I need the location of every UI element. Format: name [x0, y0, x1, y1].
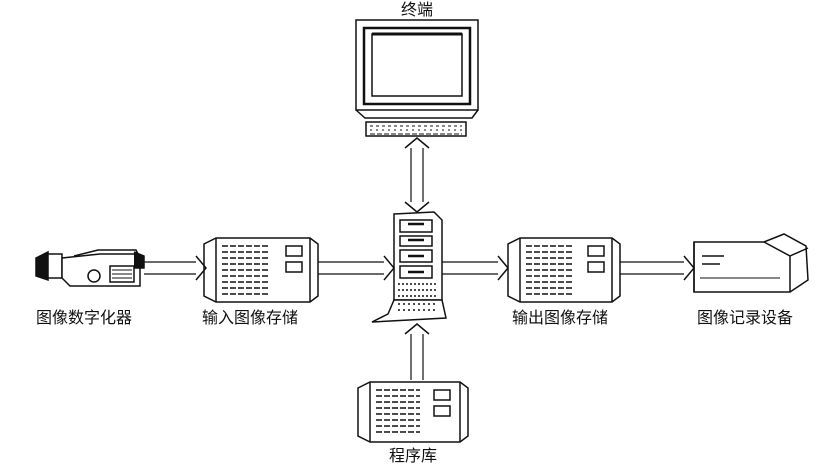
recorder-node: 图像记录设备 [693, 233, 809, 327]
output-storage-label: 输出图像存储 [512, 308, 608, 327]
server-tower-icon [371, 211, 447, 323]
terminal-node: 终端 [355, 0, 479, 137]
input-storage-label: 输入图像存储 [202, 308, 298, 327]
recording-device-icon [693, 233, 809, 293]
arrow-input-to-computer [318, 255, 395, 281]
video-camera-icon [35, 249, 145, 287]
digitizer-label: 图像数字化器 [36, 308, 132, 327]
library-node: 程序库 [357, 381, 469, 465]
storage-unit-icon [507, 237, 621, 303]
arrow-computer-to-output [442, 255, 509, 281]
arrow-library-to-computer [404, 323, 430, 380]
storage-unit-icon [203, 237, 319, 303]
arrow-terminal-computer [404, 137, 430, 213]
keyboard-icon [365, 121, 467, 137]
library-label: 程序库 [389, 446, 437, 465]
arrow-output-to-recorder [620, 255, 695, 281]
storage-unit-icon [357, 381, 469, 443]
arrow-digitizer-to-input [144, 255, 207, 281]
computer-monitor-icon [355, 19, 479, 119]
output-storage-node: 输出图像存储 [507, 237, 621, 327]
recorder-label: 图像记录设备 [697, 308, 793, 327]
terminal-label: 终端 [401, 0, 433, 19]
connector-arrows [144, 137, 695, 380]
computer-node [371, 211, 447, 323]
digitizer-node: 图像数字化器 [35, 249, 145, 327]
input-storage-node: 输入图像存储 [202, 237, 319, 327]
